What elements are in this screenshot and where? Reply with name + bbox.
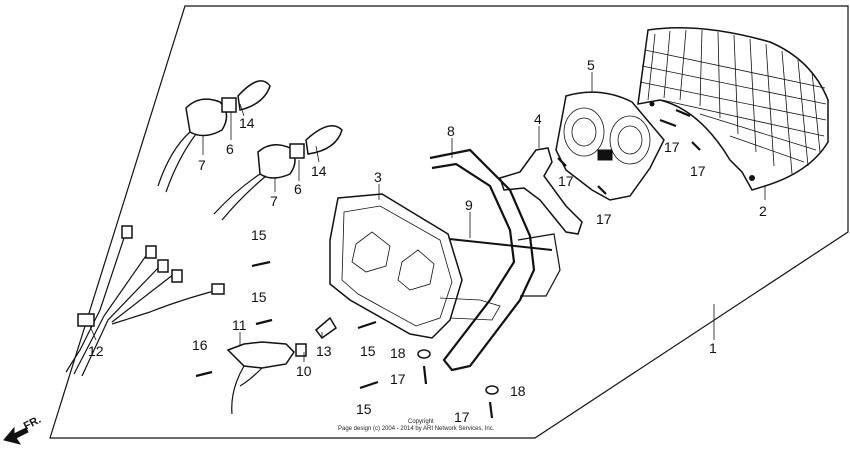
label-part-15-c: 15	[360, 343, 376, 359]
label-part-17-a: 17	[558, 173, 574, 189]
front-direction-indicator: FR.	[3, 414, 43, 445]
label-part-17-b: 17	[596, 211, 612, 227]
label-part-17-f: 17	[454, 409, 470, 425]
diagram-frame	[49, 5, 849, 439]
copyright-notice: Page design (c) 2004 - 2014 by ARI Netwo…	[338, 426, 495, 432]
front-direction-label: FR.	[22, 414, 43, 433]
tail-light-lens	[637, 27, 829, 191]
label-part-7-upper: 7	[198, 157, 206, 173]
copyright-title: Copyright	[408, 419, 434, 425]
screws	[195, 108, 701, 419]
mounting-bracket	[499, 147, 583, 235]
label-part-11: 11	[232, 317, 247, 333]
label-part-6-upper: 6	[226, 141, 234, 157]
label-part-9: 9	[465, 197, 473, 213]
label-part-18-b: 18	[510, 383, 526, 399]
label-part-8: 8	[447, 123, 455, 139]
light-base	[329, 193, 501, 339]
label-part-13: 13	[316, 343, 332, 359]
label-part-15-b: 15	[251, 289, 267, 305]
label-part-14-upper: 14	[239, 115, 255, 131]
label-part-17-e: 17	[390, 371, 406, 387]
label-part-7-lower: 7	[270, 193, 278, 209]
label-part-5: 5	[587, 57, 595, 73]
label-part-3: 3	[374, 169, 382, 185]
label-part-15-d: 15	[356, 401, 372, 417]
license-light-socket	[226, 316, 337, 415]
label-part-16: 16	[192, 337, 208, 353]
label-part-4: 4	[534, 111, 542, 127]
front-arrow-icon	[3, 426, 29, 445]
reflector-housing	[555, 91, 665, 201]
label-part-17-c: 17	[664, 139, 680, 155]
part-labels: 1 2 3 4 5 6 6 7 7 8 9 10 11 12 13 14 14 …	[88, 57, 767, 425]
label-part-14-lower: 14	[311, 163, 327, 179]
leader-lines	[89, 72, 766, 362]
support-rod	[439, 237, 553, 251]
label-part-2: 2	[759, 203, 767, 219]
label-part-17-d: 17	[690, 163, 706, 179]
bulb-socket-assembly-lower	[213, 125, 343, 221]
label-part-15-a: 15	[251, 227, 267, 243]
label-part-18-a: 18	[390, 345, 406, 361]
label-part-10: 10	[296, 363, 312, 379]
bulb-socket-assembly-upper	[157, 80, 271, 193]
light-frame	[429, 148, 536, 372]
label-part-12: 12	[88, 343, 104, 359]
label-part-1: 1	[709, 340, 717, 356]
washers	[417, 349, 499, 395]
wire-harness	[65, 225, 225, 377]
label-part-6-lower: 6	[294, 181, 302, 197]
